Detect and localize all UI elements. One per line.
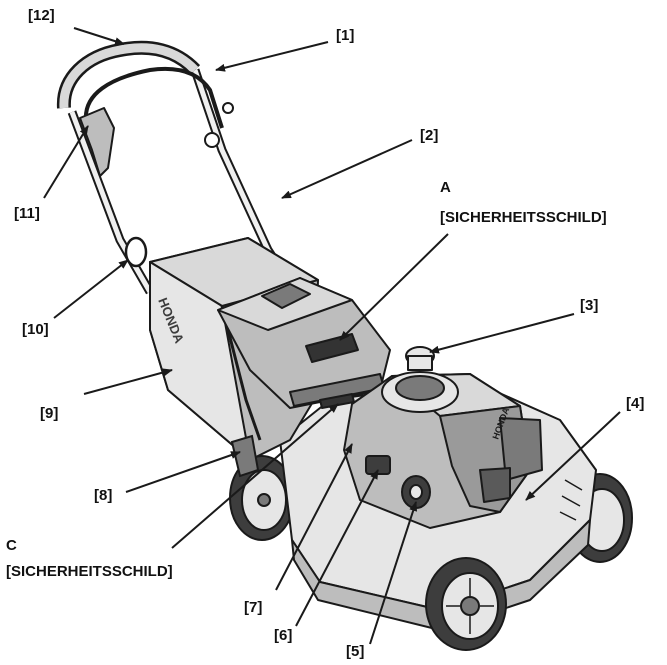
callout-11: [11]: [14, 205, 40, 222]
front-wheel: [425, 557, 507, 651]
callout-7: [7]: [244, 599, 263, 616]
arrow-3: [429, 313, 575, 354]
arrow-c: [171, 403, 339, 549]
label-c-text: [SICHERHEITSSCHILD]: [6, 563, 173, 580]
callout-5: [5]: [346, 643, 365, 660]
callout-6: [6]: [274, 627, 293, 644]
arrow-10: [53, 259, 129, 319]
safety-label-a-sticker: [305, 333, 359, 363]
callout-2: [2]: [420, 127, 439, 144]
callout-1: [1]: [336, 27, 355, 44]
handle: [56, 40, 324, 333]
arrow-9: [83, 368, 173, 395]
callout-12: [12]: [28, 7, 55, 24]
rear-flap: [230, 434, 260, 478]
arrow-5: [369, 501, 418, 645]
air-filter: [499, 417, 543, 481]
callout-4: [4]: [626, 395, 645, 412]
arrow-12: [73, 27, 125, 46]
arrow-4: [525, 411, 621, 501]
callout-8: [8]: [94, 487, 113, 504]
engine: [343, 346, 543, 529]
label-c-letter: C: [6, 537, 17, 554]
drive-lever: [79, 107, 115, 177]
control-bar: [83, 66, 224, 129]
arrow-2: [281, 139, 413, 199]
label-a-text: [SICHERHEITSSCHILD]: [440, 209, 607, 226]
callout-10: [10]: [22, 321, 49, 338]
arrow-1: [215, 41, 329, 72]
arrow-11: [43, 125, 89, 199]
callout-9: [9]: [40, 405, 59, 422]
label-a-letter: A: [440, 179, 451, 196]
arrow-6: [295, 469, 379, 627]
callout-3: [3]: [580, 297, 599, 314]
arrow-7: [275, 443, 353, 591]
callout-arrows: [43, 27, 621, 645]
arrow-8: [125, 451, 241, 493]
arrow-a: [339, 233, 449, 341]
handle-knob: [124, 236, 148, 268]
